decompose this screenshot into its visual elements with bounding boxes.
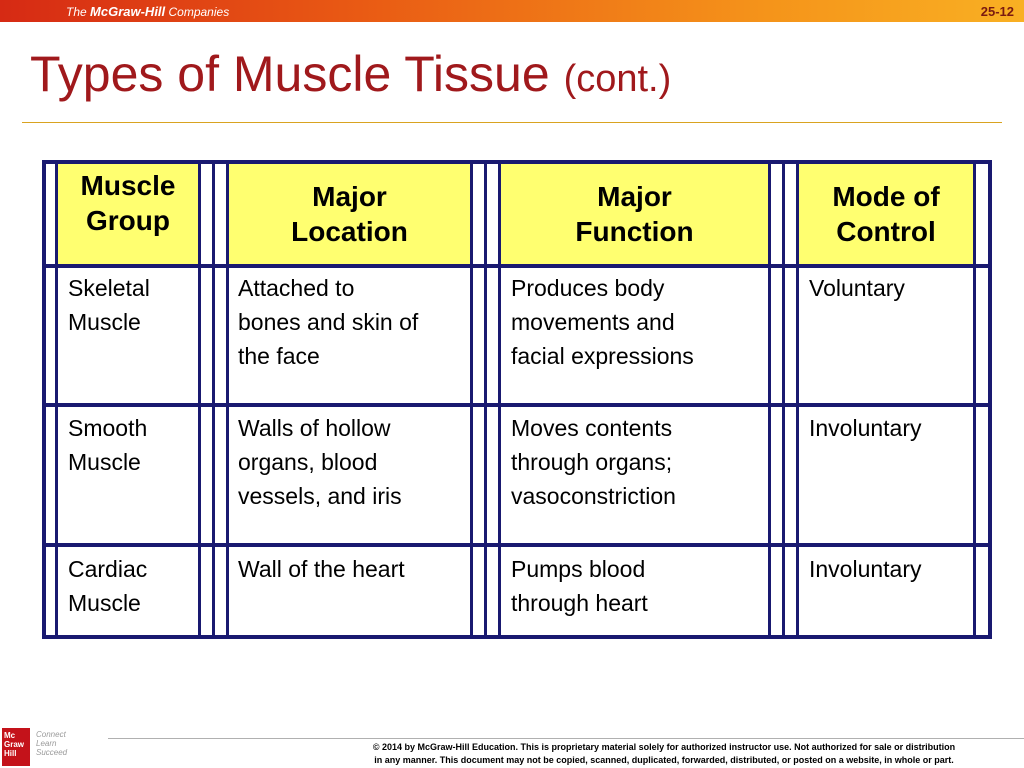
cell-major-location: Wall of the heart — [238, 556, 405, 582]
row-separator — [42, 264, 992, 268]
copyright-notice: © 2014 by McGraw-Hill Education. This is… — [314, 741, 1014, 767]
cell-major-function: Pumps blood through heart — [511, 556, 648, 616]
brand-wordmark: The McGraw-Hill Companies — [66, 4, 229, 19]
cell-muscle-group: Smooth Muscle — [68, 415, 148, 475]
table-border-bottom — [42, 635, 992, 639]
header-muscle-group: Muscle Group — [58, 164, 198, 264]
row-separator — [42, 543, 992, 547]
copyright-line-2: in any manner. This document may not be … — [374, 755, 954, 765]
column-separator — [55, 160, 58, 639]
brand-prefix: The — [66, 5, 87, 19]
table-border-right — [988, 160, 992, 639]
header-mode-of-control: Mode of Control — [799, 164, 973, 264]
brand-suffix: Companies — [168, 5, 230, 19]
cell-mode-of-control: Involuntary — [809, 556, 922, 582]
top-banner: The McGraw-Hill Companies 25-12 — [0, 0, 1024, 22]
column-separator — [782, 160, 785, 639]
slide-title: Types of Muscle Tissue (cont.) — [30, 44, 671, 104]
cell-mode-of-control: Involuntary — [809, 415, 922, 441]
title-main: Types of Muscle Tissue — [30, 46, 550, 102]
cell-muscle-group: Skeletal Muscle — [68, 275, 150, 335]
column-separator — [212, 160, 215, 639]
column-separator — [470, 160, 473, 639]
cell-major-function: Produces body movements and facial expre… — [511, 275, 694, 369]
footer-divider — [108, 738, 1024, 739]
column-separator — [796, 160, 799, 639]
header-label: Mode of Control — [832, 181, 940, 247]
tagline: Connect Learn Succeed — [36, 730, 68, 757]
title-divider — [22, 122, 1002, 123]
column-separator — [768, 160, 771, 639]
cell-major-location: Walls of hollow organs, blood vessels, a… — [238, 415, 402, 509]
header-label: Major Location — [291, 181, 408, 247]
header-major-location: Major Location — [229, 164, 470, 264]
row-separator — [42, 403, 992, 407]
title-sub: (cont.) — [563, 58, 672, 100]
cell-major-function: Moves contents through organs; vasoconst… — [511, 415, 676, 509]
column-separator — [498, 160, 501, 639]
slide-number: 25-12 — [980, 4, 1014, 19]
column-separator — [226, 160, 229, 639]
table-border-left — [42, 160, 46, 639]
column-separator — [973, 160, 976, 639]
logo-text: Mc Graw Hill — [4, 731, 25, 758]
column-separator — [484, 160, 487, 639]
copyright-line-1: © 2014 by McGraw-Hill Education. This is… — [372, 742, 956, 752]
brand-name: McGraw-Hill — [90, 4, 166, 19]
column-separator — [198, 160, 201, 639]
cell-mode-of-control: Voluntary — [809, 275, 905, 301]
table-border-top — [42, 160, 992, 164]
mcgraw-hill-logo: Mc Graw Hill — [2, 728, 30, 766]
header-label: Muscle Group — [80, 170, 176, 236]
header-label: Major Function — [575, 181, 694, 247]
cell-major-location: Attached to bones and skin of the face — [238, 275, 419, 369]
cell-muscle-group: Cardiac Muscle — [68, 556, 148, 616]
header-major-function: Major Function — [501, 164, 768, 264]
